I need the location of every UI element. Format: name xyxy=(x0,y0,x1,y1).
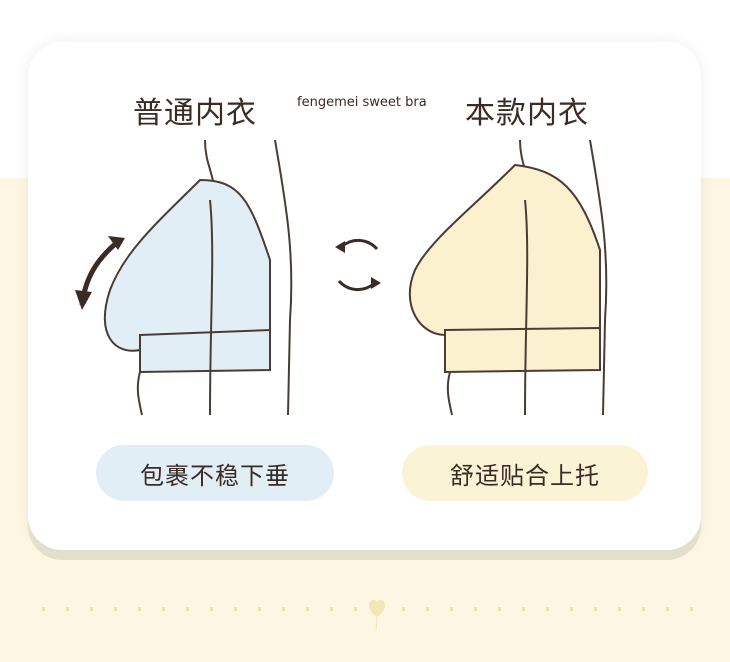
regular-bra-title: 普通内衣 xyxy=(133,96,257,131)
swap-arrows-icon xyxy=(335,239,381,291)
this-bra-illustration xyxy=(408,140,608,416)
regular-bra-label: 包裹不稳下垂 xyxy=(96,445,334,501)
dotted-divider xyxy=(42,607,693,611)
brand-label: fengemei sweet bra xyxy=(297,95,427,110)
regular-bra-illustration xyxy=(75,140,293,416)
this-bra-label: 舒适贴合上托 xyxy=(402,445,648,501)
this-bra-title: 本款内衣 xyxy=(465,96,589,131)
heart-balloon-icon xyxy=(369,599,385,632)
